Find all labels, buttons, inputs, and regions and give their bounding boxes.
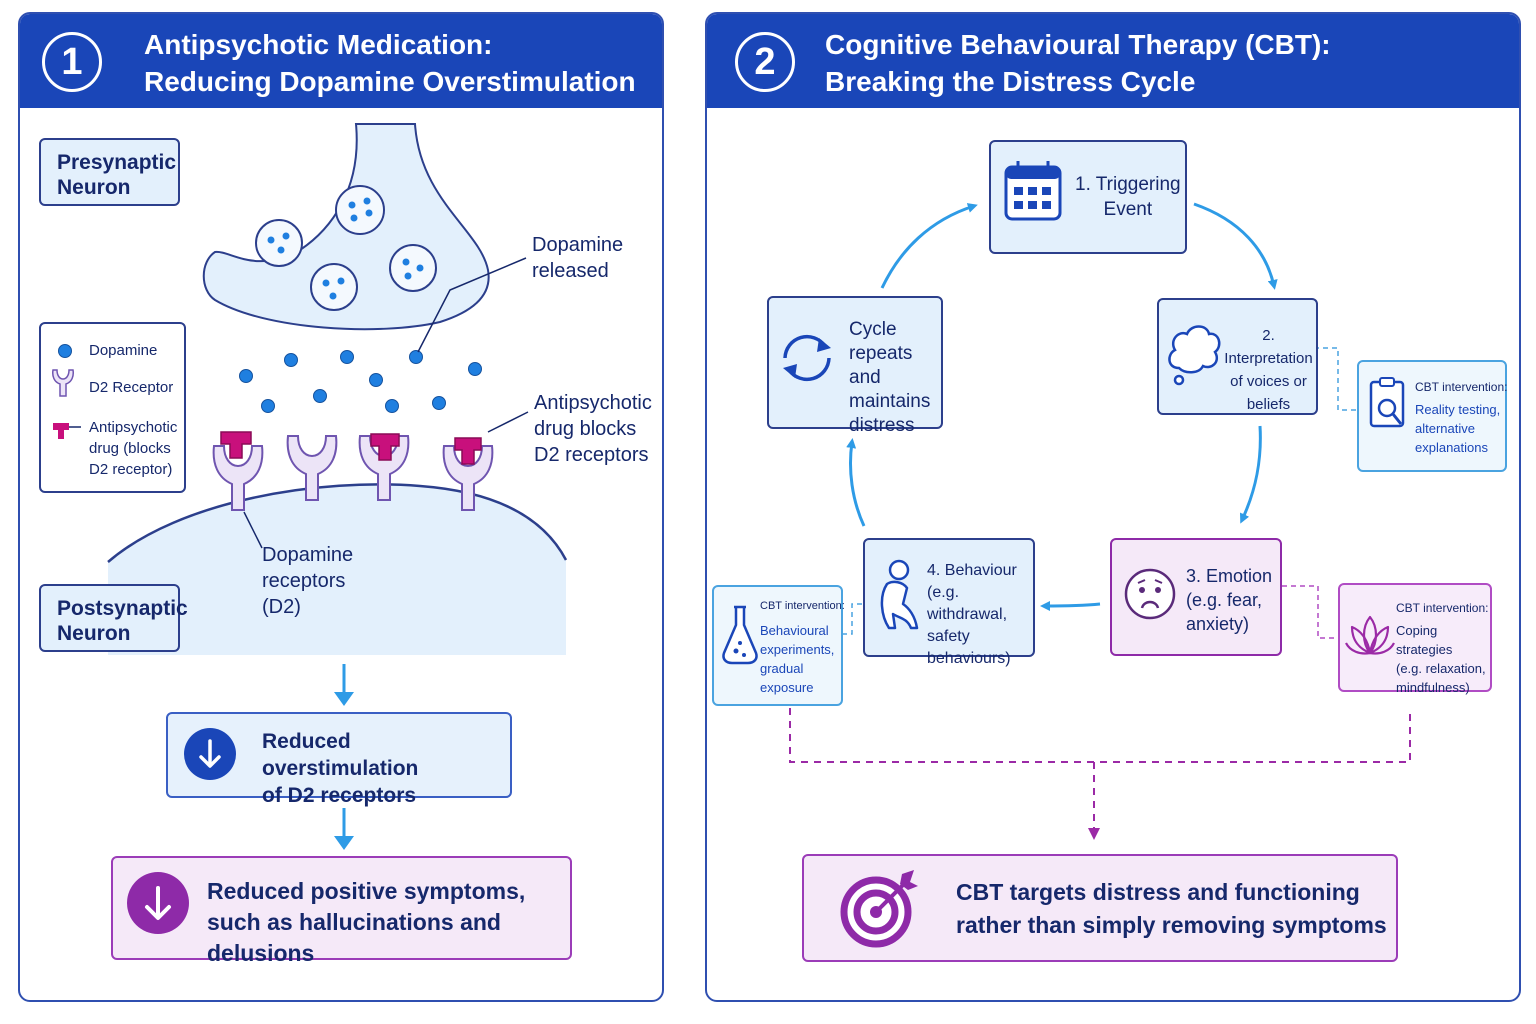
cbt-behav-body: Behavioural experiments, gradual exposur… — [760, 623, 835, 695]
result-reduced-stimulation: Reduced overstimulation of D2 receptors — [166, 712, 512, 807]
sad-face-icon — [1124, 568, 1176, 620]
receptor-legend-icon — [52, 369, 74, 397]
panel2-number: 2 — [735, 32, 795, 92]
dashed-link-behaviour — [840, 603, 862, 635]
vesicle — [255, 185, 437, 311]
cycle-arrows-icon — [783, 334, 831, 382]
drug-legend-icon — [53, 423, 69, 439]
panel1-header: 1 Antipsychotic Medication: Reducing Dop… — [20, 14, 662, 108]
cbt-behavioural-experiments: CBT intervention: Behavioural experiment… — [712, 585, 845, 706]
step-interpretation: 2. Interpretation of voices or beliefs — [1157, 298, 1318, 415]
cbt-coping-body: Coping strategies (e.g. relaxation, mind… — [1396, 623, 1486, 695]
target-icon — [840, 870, 918, 948]
callout-blocks: Antipsychotic drug blocks D2 receptors — [534, 392, 652, 466]
step-triggering-event: 1. Triggering Event — [989, 140, 1187, 254]
callout-line-blocks — [487, 411, 529, 433]
legend-dopamine-label: Dopamine — [89, 342, 158, 359]
cycle-label: Cycle repeats and maintains distress — [849, 319, 931, 436]
panel2-title: Cognitive Behavioural Therapy (CBT): Bre… — [825, 29, 1331, 97]
step4-label: 4. Behaviour (e.g. withdrawal, safety be… — [927, 562, 1017, 667]
result1-text: Reduced overstimulation of D2 receptors — [262, 730, 419, 807]
cbt-reality-body: Reality testing, alternative explanation… — [1415, 402, 1501, 455]
calendar-icon — [1004, 161, 1062, 221]
legend-drug-label: Antipsychotic drug (blocks D2 receptor) — [89, 419, 178, 478]
dashed-link-coping — [1282, 585, 1338, 639]
cbt-coping-heading: CBT intervention: — [1396, 601, 1489, 615]
step2-label: 2. Interpretation of voices or beliefs — [1224, 327, 1313, 413]
callout-line-receptors — [243, 511, 263, 549]
postsynaptic-neuron — [108, 484, 566, 655]
sitting-person-icon — [880, 559, 919, 630]
clipboard-search-icon — [1369, 377, 1405, 428]
result-reduced-symptoms: Reduced positive symptoms, such as hallu… — [111, 856, 572, 966]
callout-receptors: Dopamine receptors (D2) — [262, 544, 354, 618]
step3-label: 3. Emotion (e.g. fear, anxiety) — [1186, 566, 1273, 634]
legend-icons — [52, 344, 81, 439]
step-emotion: 3. Emotion (e.g. fear, anxiety) — [1110, 538, 1282, 656]
cycle-arrows — [846, 202, 1278, 611]
callout-released: Dopamine released — [532, 234, 624, 282]
cloud-thought-icon — [1168, 325, 1221, 386]
step1-label: 1. Triggering Event — [1075, 174, 1181, 220]
released-dopamine — [239, 350, 482, 413]
down-arrow-icon — [127, 872, 189, 934]
dashed-merge-lines — [789, 708, 1411, 840]
presynaptic-label: Presynaptic Neuron — [39, 138, 180, 206]
d2-receptor — [212, 435, 494, 511]
dopamine-legend-icon — [58, 344, 72, 358]
step-behaviour: 4. Behaviour (e.g. withdrawal, safety be… — [863, 538, 1035, 667]
cbt-behav-heading: CBT intervention: — [760, 600, 845, 612]
dashed-link-reality — [1314, 347, 1356, 411]
antipsychotic-drug — [220, 431, 482, 465]
target-text: CBT targets distress and functioning rat… — [956, 879, 1387, 938]
legend: Dopamine D2 Receptor Antipsychotic drug … — [39, 322, 186, 493]
result2-text: Reduced positive symptoms, such as hallu… — [207, 878, 526, 966]
panel2-header: 2 Cognitive Behavioural Therapy (CBT): B… — [707, 14, 1519, 108]
cbt-target-box: CBT targets distress and functioning rat… — [802, 854, 1398, 962]
cbt-coping-strategies: CBT intervention: Coping strategies (e.g… — [1338, 583, 1492, 695]
panel1-title: Antipsychotic Medication: Reducing Dopam… — [144, 29, 636, 97]
panel1-number: 1 — [42, 32, 102, 92]
down-arrow-icon — [184, 728, 236, 780]
flask-icon — [722, 605, 758, 665]
callout-line-released — [417, 257, 527, 353]
vesicle-dopamine — [267, 197, 424, 300]
postsynaptic-label: Postsynaptic Neuron — [39, 584, 188, 652]
lotus-icon — [1345, 615, 1395, 655]
cycle-repeats-box: Cycle repeats and maintains distress — [767, 296, 943, 436]
legend-receptor-label: D2 Receptor — [89, 379, 174, 396]
cbt-reality-heading: CBT intervention: — [1415, 380, 1508, 394]
cbt-reality-testing: CBT intervention: Reality testing, alter… — [1357, 360, 1508, 472]
